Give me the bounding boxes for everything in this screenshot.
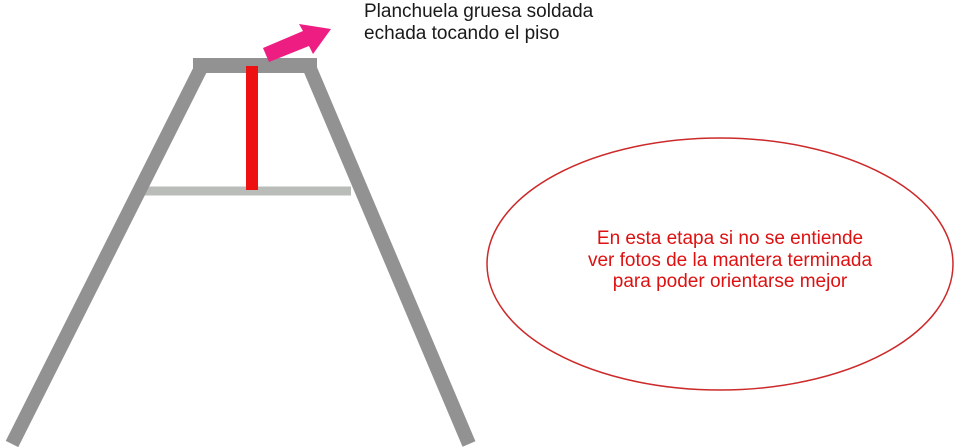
note-text: En esta etapa si no se entiende ver foto…	[540, 228, 920, 293]
callout-caption: Planchuela gruesa soldada echada tocando…	[364, 1, 593, 45]
right-leg	[301, 61, 476, 447]
note-line-1: En esta etapa si no se entiende	[596, 228, 864, 249]
note-ellipse	[486, 137, 954, 391]
welded-plate-bar	[246, 66, 258, 190]
caption-line-2: echada tocando el piso	[364, 23, 560, 44]
arrow-icon	[263, 24, 331, 62]
note-line-3: para poder orientarse mejor	[612, 271, 848, 292]
caption-line-1: Planchuela gruesa soldada	[364, 1, 594, 22]
left-leg	[5, 60, 210, 448]
note-line-2: ver fotos de la mantera terminada	[587, 249, 873, 271]
top-bar	[193, 58, 317, 73]
